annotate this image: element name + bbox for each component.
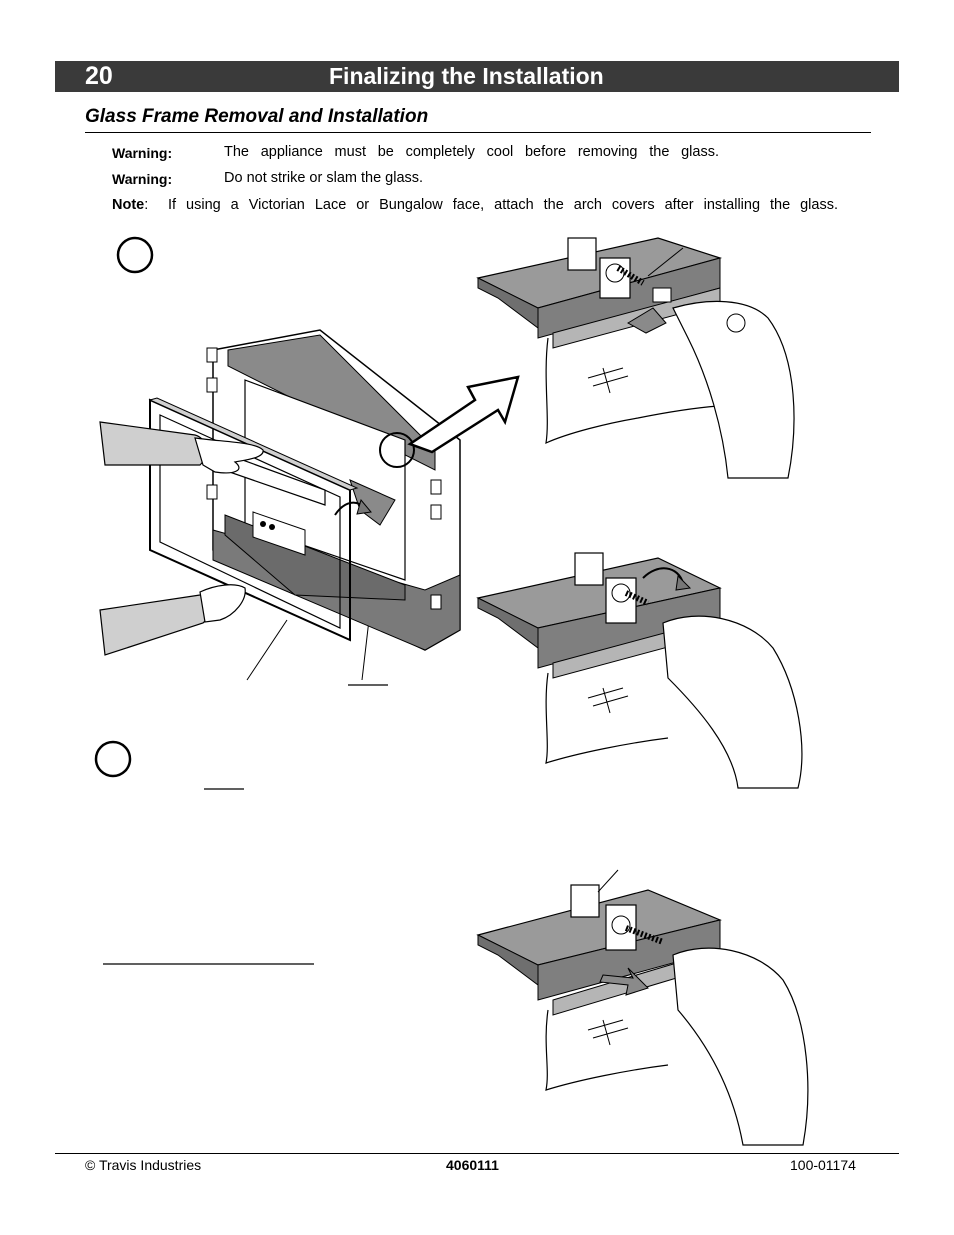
footer-doc-number: 4060111 <box>446 1157 499 1173</box>
detail-arrow <box>407 375 520 454</box>
note-label-word: Note <box>112 197 145 213</box>
section-header-bar: 20 Finalizing the Installation <box>55 61 899 92</box>
warning-label-2: Warning: <box>112 171 173 187</box>
footer-copyright: © Travis Industries <box>85 1157 202 1173</box>
footer-divider <box>55 1153 899 1154</box>
step-circle-2 <box>94 740 132 778</box>
warning-label-1: Warning: <box>112 145 173 161</box>
section-divider <box>85 132 871 133</box>
page-title: Finalizing the Installation <box>329 63 604 89</box>
glass-latch-detail-3 <box>476 869 809 1146</box>
fireplace-glass-frame-illustration <box>99 329 461 656</box>
note-text: If using a Victorian Lace or Bungalow fa… <box>168 197 838 213</box>
warning-text-2: Do not strike or slam the glass. <box>224 170 424 186</box>
page-number: 20 <box>85 62 113 90</box>
step-circle-1 <box>116 236 154 274</box>
glass-latch-detail-1 <box>476 237 795 479</box>
section-heading: Glass Frame Removal and Installation <box>85 106 429 127</box>
glass-latch-detail-2 <box>476 552 803 789</box>
warning-text-1: The appliance must be completely cool be… <box>224 144 719 160</box>
note-label: Note: <box>112 197 149 213</box>
footer-part-number: 100-01174 <box>790 1157 856 1173</box>
